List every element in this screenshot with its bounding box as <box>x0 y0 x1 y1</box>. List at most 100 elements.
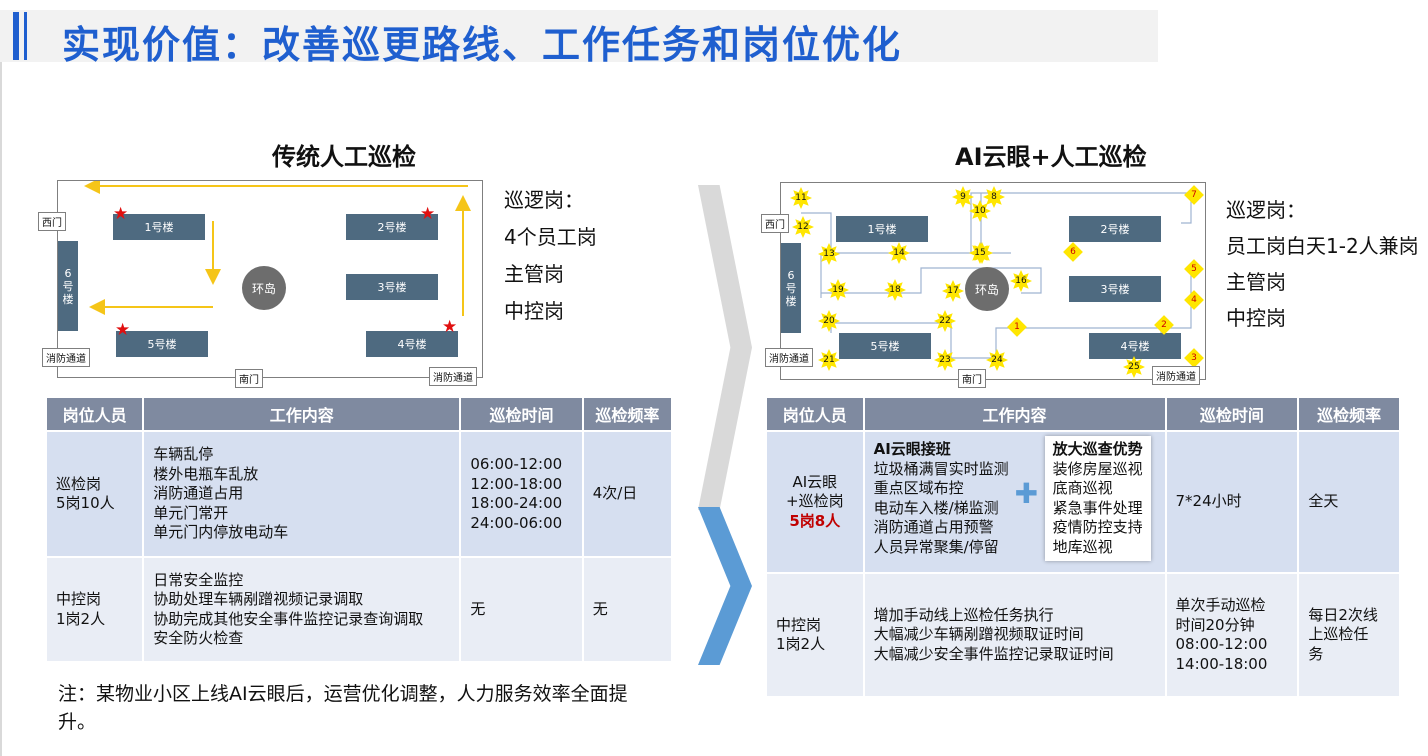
table-header: 巡检时间 <box>1166 398 1298 430</box>
table-row: AI云眼 +巡检岗 5岗8人 AI云眼接班 垃圾桶满冒实时监测 重点区域布控 电… <box>767 432 1399 572</box>
work-cell: 日常安全监控 协助处理车辆剐蹭视频记录调取 协助完成其他安全事件监控记录查询调取… <box>144 558 460 661</box>
table-header: 岗位人员 <box>47 398 143 430</box>
camera-point-icon: 13 <box>818 243 840 265</box>
role-item: 员工岗白天1-2人兼岗 <box>1226 234 1419 258</box>
star-marker-icon: ★ <box>420 204 436 224</box>
table-header: 岗位人员 <box>767 398 863 430</box>
role-item: 巡逻岗： <box>504 188 584 212</box>
patrol-point-icon: 5 <box>1187 262 1201 276</box>
header-accent-bar <box>13 12 19 60</box>
left-roles-list: 巡逻岗： 4个员工岗 主管岗 中控岗 <box>504 182 597 330</box>
role-item: 4个员工岗 <box>504 225 597 249</box>
footnote: 注：某物业小区上线AI云眼后，运营优化调整，人力服务效率全面提升。 <box>58 683 628 733</box>
role-item: 主管岗 <box>1226 270 1286 294</box>
building-5: 5号楼 <box>839 333 931 359</box>
building-5: 5号楼 <box>116 331 208 357</box>
building-2: 2号楼 <box>1069 216 1161 242</box>
role-cell: 巡检岗 5岗10人 <box>47 432 143 556</box>
building-3: 3号楼 <box>346 274 438 300</box>
camera-point-icon: 24 <box>986 349 1008 371</box>
role-cell: 中控岗 1岗2人 <box>767 574 863 696</box>
time-cell: 7*24小时 <box>1166 432 1298 572</box>
table-row: 中控岗 1岗2人 日常安全监控 协助处理车辆剐蹭视频记录调取 协助完成其他安全事… <box>47 558 671 661</box>
west-gate-label: 西门 <box>38 212 66 231</box>
left-divider <box>0 62 2 756</box>
table-header: 工作内容 <box>144 398 460 430</box>
camera-point-icon: 14 <box>888 242 910 264</box>
role-cell: 中控岗 1岗2人 <box>47 558 143 661</box>
highlight-count: 5岗8人 <box>789 511 841 530</box>
camera-point-icon: 9 <box>952 186 974 208</box>
patrol-point-icon: 6 <box>1066 245 1080 259</box>
header-bar <box>0 10 1158 62</box>
freq-cell: 全天 <box>1299 432 1399 572</box>
patrol-advantage-callout: 放大巡查优势 装修房屋巡视 底商巡视 紧急事件处理 疫情防控支持 地库巡视 <box>1044 436 1151 561</box>
camera-point-icon: 22 <box>934 310 956 332</box>
work-cell: 车辆乱停 楼外电瓶车乱放 消防通道占用 单元门常开 单元门内停放电动车 <box>144 432 460 556</box>
role-item: 巡逻岗： <box>1226 198 1306 222</box>
traditional-duty-table: 岗位人员 工作内容 巡检时间 巡检频率 巡检岗 5岗10人 车辆乱停 楼外电瓶车… <box>45 396 673 663</box>
table-header: 巡检频率 <box>1299 398 1399 430</box>
camera-point-icon: 11 <box>790 187 812 209</box>
patrol-point-icon: 4 <box>1187 293 1201 307</box>
building-4: 4号楼 <box>366 331 458 357</box>
roundabout: 环岛 <box>965 267 1009 311</box>
table-row: 中控岗 1岗2人 增加手动线上巡检任务执行 大幅减少车辆剐蹭视频取证时间 大幅减… <box>767 574 1399 696</box>
left-section-title: 传统人工巡检 <box>272 143 416 171</box>
ai-duty-table: 岗位人员 工作内容 巡检时间 巡检频率 AI云眼 +巡检岗 5岗8人 AI云眼接… <box>765 396 1401 698</box>
work-cell: AI云眼接班 垃圾桶满冒实时监测 重点区域布控 电动车入楼/梯监测 消防通道占用… <box>864 432 1165 572</box>
time-cell: 06:00-12:00 12:00-18:00 18:00-24:00 24:0… <box>461 432 582 556</box>
freq-cell: 每日2次线 上巡检任 务 <box>1299 574 1399 696</box>
right-roles-list: 巡逻岗： 员工岗白天1-2人兼岗 主管岗 中控岗 <box>1226 192 1419 336</box>
transition-chevron-gray <box>698 185 752 510</box>
ai-patrol-map: 西门 6 号 楼 1号楼 2号楼 3号楼 4号楼 5号楼 环岛 11 12 13… <box>761 182 1206 388</box>
traditional-patrol-map: 西门 6 号 楼 1号楼 2号楼 3号楼 4号楼 5号楼 环岛 ★ ★ ★ ★ … <box>38 180 483 388</box>
freq-cell: 4次/日 <box>583 432 671 556</box>
camera-point-icon: 8 <box>983 186 1005 208</box>
table-header: 巡检时间 <box>461 398 582 430</box>
patrol-point-icon: 1 <box>1010 320 1024 334</box>
patrol-point-icon: 7 <box>1187 188 1201 202</box>
building-6: 6 号 楼 <box>781 243 801 333</box>
role-item: 中控岗 <box>504 299 564 323</box>
building-1: 1号楼 <box>113 214 205 240</box>
role-item: 主管岗 <box>504 262 564 286</box>
transition-chevron-blue <box>698 507 752 665</box>
south-gate-label: 南门 <box>235 369 263 388</box>
camera-point-icon: 19 <box>827 279 849 301</box>
patrol-point-icon: 2 <box>1157 318 1171 332</box>
role-item: 中控岗 <box>1226 306 1286 330</box>
table-header: 工作内容 <box>864 398 1165 430</box>
camera-point-icon: 23 <box>934 349 956 371</box>
building-3: 3号楼 <box>1069 276 1161 302</box>
plus-icon: ✚ <box>1014 477 1039 510</box>
building-2: 2号楼 <box>346 214 438 240</box>
star-marker-icon: ★ <box>442 317 458 337</box>
camera-point-icon: 21 <box>818 349 840 371</box>
fire-lane-right-label: 消防通道 <box>429 367 477 386</box>
star-marker-icon: ★ <box>113 204 129 224</box>
fire-lane-right-label: 消防通道 <box>1152 366 1200 385</box>
south-gate-label: 南门 <box>958 369 986 388</box>
camera-point-icon: 16 <box>1010 270 1032 292</box>
building-6: 6 号 楼 <box>58 241 78 331</box>
west-gate-label: 西门 <box>761 214 789 233</box>
time-cell: 无 <box>461 558 582 661</box>
star-marker-icon: ★ <box>115 320 131 340</box>
table-row: 巡检岗 5岗10人 车辆乱停 楼外电瓶车乱放 消防通道占用 单元门常开 单元门内… <box>47 432 671 556</box>
role-cell: AI云眼 +巡检岗 5岗8人 <box>767 432 863 572</box>
header-accent-bar-thin <box>24 12 27 60</box>
ai-takeover-block: AI云眼接班 垃圾桶满冒实时监测 重点区域布控 电动车入楼/梯监测 消防通道占用… <box>873 440 1009 556</box>
work-cell: 增加手动线上巡检任务执行 大幅减少车辆剐蹭视频取证时间 大幅减少安全事件监控记录… <box>864 574 1165 696</box>
camera-point-icon: 20 <box>818 310 840 332</box>
camera-point-icon: 18 <box>884 279 906 301</box>
right-section-title: AI云眼+人工巡检 <box>955 143 1147 171</box>
camera-point-icon: 10 <box>969 200 991 222</box>
camera-point-icon: 25 <box>1123 356 1145 378</box>
building-1: 1号楼 <box>836 216 928 242</box>
camera-point-icon: 12 <box>792 216 814 238</box>
freq-cell: 无 <box>583 558 671 661</box>
roundabout: 环岛 <box>242 266 286 310</box>
building-4: 4号楼 <box>1089 333 1181 359</box>
table-header: 巡检频率 <box>583 398 671 430</box>
